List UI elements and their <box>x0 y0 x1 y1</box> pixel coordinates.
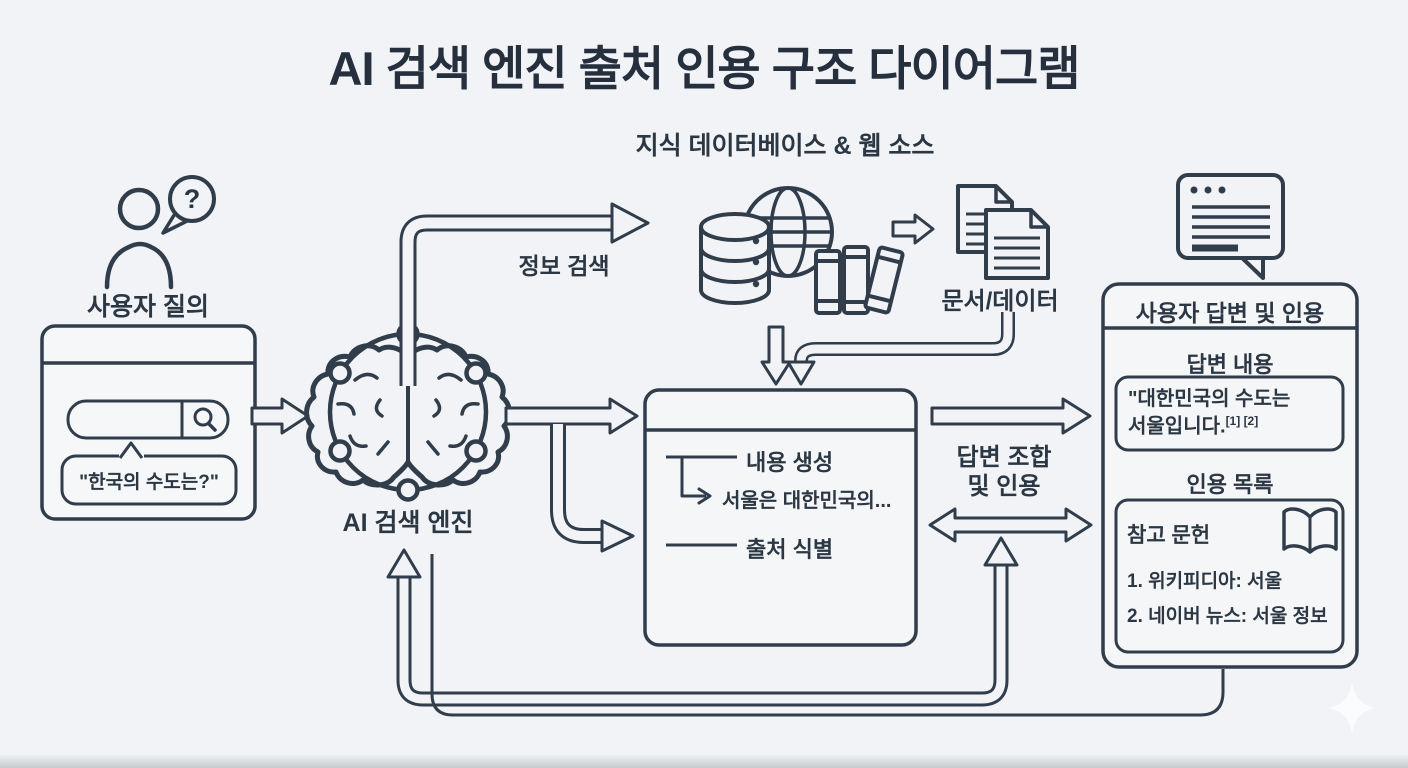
sparkle-icon <box>1328 682 1376 734</box>
arrow-info-search <box>399 202 650 386</box>
answer-content-heading: 답변 내용 <box>1186 352 1274 377</box>
references-title: 참고 문헌 <box>1127 524 1211 547</box>
answer-text: "대한민국의 수도는 서울입니다.[1] [2] <box>1128 386 1334 441</box>
answer-line1: "대한민국의 수도는 <box>1128 388 1291 410</box>
search-input <box>66 399 230 440</box>
question-bubble-icon <box>161 175 216 235</box>
citation-marks: [1] [2] <box>1225 414 1259 428</box>
generated-snippet: 서울은 대한민국의... <box>722 490 892 512</box>
query-window <box>40 324 257 521</box>
arrow-process-to-panel <box>930 397 1092 435</box>
user-query-label: 사용자 질의 <box>87 293 209 321</box>
docs-data-label: 문서/데이터 <box>941 288 1059 315</box>
books-icon <box>814 245 905 315</box>
question-mark: ? <box>183 184 201 214</box>
arrow-engine-to-process-branch <box>550 424 635 553</box>
arrow-docs-to-process <box>786 312 1015 386</box>
arrow-engine-to-process-top <box>504 397 639 435</box>
citation-list-heading: 인용 목록 <box>1186 472 1274 497</box>
feedback-loop-arrow <box>386 536 1019 707</box>
search-icon <box>193 407 217 432</box>
answer-assembly-line1: 답변 조합 <box>956 444 1052 471</box>
info-search-label: 정보 검색 <box>518 253 610 279</box>
answer-assembly-line2: 및 인용 <box>967 472 1041 500</box>
reference-item: 2. 네이버 뉴스: 서울 정보 <box>1127 606 1328 627</box>
query-tooltip <box>60 441 238 506</box>
answer-line2: 서울입니다. <box>1128 415 1226 438</box>
ai-engine-label: AI 검색 엔진 <box>342 509 474 537</box>
source-identification-label: 출처 식별 <box>746 537 834 562</box>
documents-icon <box>956 184 1050 280</box>
answer-panel <box>1101 282 1359 669</box>
answer-assembly-label: 답변 조합 및 인용 <box>933 444 1075 502</box>
arrow-knowledge-to-process <box>760 325 792 386</box>
reference-item: 1. 위키피디아: 서울 <box>1127 571 1283 592</box>
answer-panel-title: 사용자 답변 및 인용 <box>1135 300 1325 326</box>
arrow-knowledge-to-docs <box>891 213 935 245</box>
knowledge-sources-label: 지식 데이터베이스 & 웹 소스 <box>635 132 935 160</box>
query-text: "한국의 수도는?" <box>79 472 219 493</box>
open-book-icon <box>1282 507 1338 554</box>
database-icon <box>699 212 771 305</box>
chat-bubble-icon <box>1176 173 1285 280</box>
arrow-bidirectional-citation <box>928 507 1093 543</box>
bottom-shade <box>0 754 1408 768</box>
diagram-title: AI 검색 엔진 출처 인용 구조 다이어그램 <box>328 42 1081 95</box>
process-box <box>643 388 918 647</box>
content-generation-label: 내용 생성 <box>746 450 834 475</box>
feedback-return-line <box>430 554 1225 717</box>
arrow-query-to-engine <box>250 397 310 435</box>
user-icon <box>104 187 174 290</box>
